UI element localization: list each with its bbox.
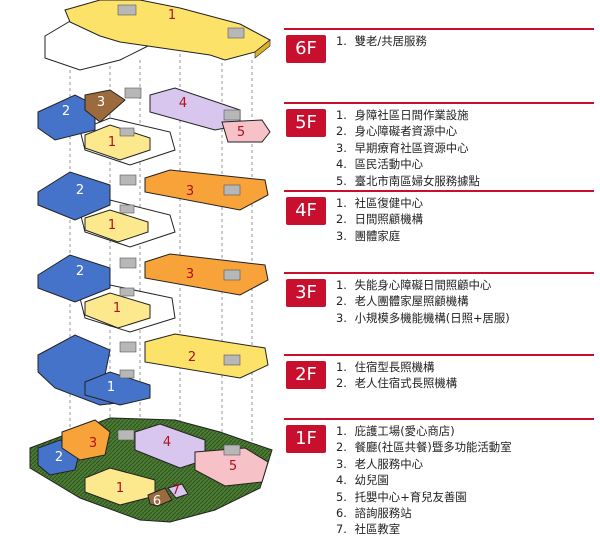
plan-label: 5 <box>237 125 245 140</box>
divider <box>284 418 594 420</box>
plan-label: 3 <box>186 184 194 199</box>
floor-row-2f: 2F 1. 住宿型長照機構 2. 老人住宿式長照機構 <box>284 354 594 398</box>
list-item: 1. 住宿型長照機構 <box>336 360 435 374</box>
floor-badge: 3F <box>286 279 326 307</box>
plan-label: 6 <box>153 494 161 509</box>
plan-label: 1 <box>108 218 116 233</box>
floor-badge: 2F <box>286 361 326 389</box>
list-item: 1. 庇護工場(愛心商店) <box>336 424 455 438</box>
plan-label: 1 <box>168 8 176 23</box>
list-item: 1. 社區復健中心 <box>336 196 423 210</box>
list-item: 3. 小規模多機能機構(日照+居服) <box>336 310 510 325</box>
plan-label: 2 <box>76 183 84 198</box>
list-item: 6. 諮詢服務站 <box>336 506 412 521</box>
floor-badge: 4F <box>286 197 326 225</box>
plan-label: 5 <box>229 459 237 474</box>
floor-3f-plan <box>37 253 269 333</box>
floor-4f-plan <box>37 169 269 248</box>
floor-row-6f: 6F 1. 雙老/共居服務 <box>284 28 594 68</box>
floor-row-1f: 1F 1. 庇護工場(愛心商店) 2. 餐廳(社區共餐)暨多功能活動室 3. 老… <box>284 418 594 538</box>
list-item: 2. 日間照顧機構 <box>336 212 423 227</box>
floor-5f-plan <box>37 87 271 166</box>
function-list: 1. 社區復健中心 2. 日間照顧機構 3. 團體家庭 <box>336 195 423 244</box>
list-item: 1. 身障社區日間作業設施 <box>336 108 469 122</box>
plan-label: 4 <box>179 96 187 111</box>
list-item: 3. 團體家庭 <box>336 228 401 243</box>
plan-label: 4 <box>163 435 171 450</box>
function-list: 1. 雙老/共居服務 <box>336 33 427 49</box>
list-item: 3. 老人服務中心 <box>336 456 423 471</box>
floor-badge: 5F <box>286 109 326 137</box>
floor-row-5f: 5F 1. 身障社區日間作業設施 2. 身心障礙者資源中心 3. 早期療育社區資… <box>284 102 594 188</box>
plan-label: 2 <box>188 350 196 365</box>
list-item: 3. 早期療育社區資源中心 <box>336 140 469 155</box>
divider <box>284 190 594 192</box>
list-item: 1. 失能身心障礙日間照顧中心 <box>336 278 492 292</box>
list-item: 5. 臺北市南區婦女服務據點 <box>336 173 480 188</box>
plan-label: 3 <box>89 436 97 451</box>
floor-2f-plan <box>37 333 269 406</box>
list-item: 2. 餐廳(社區共餐)暨多功能活動室 <box>336 440 512 455</box>
axonometric-floor-stack: 1 1 2 3 4 5 1 2 3 1 2 3 <box>29 0 273 523</box>
divider <box>284 354 594 356</box>
plan-label: 1 <box>108 135 116 150</box>
floor-badge: 1F <box>286 425 326 453</box>
function-list: 1. 住宿型長照機構 2. 老人住宿式長照機構 <box>336 359 457 392</box>
function-list: 1. 庇護工場(愛心商店) 2. 餐廳(社區共餐)暨多功能活動室 3. 老人服務… <box>336 423 512 538</box>
plan-label: 2 <box>55 450 63 465</box>
plan-label: 2 <box>62 104 70 119</box>
divider <box>284 28 594 30</box>
list-item: 5. 托嬰中心+育兒友善園 <box>336 489 467 504</box>
plan-label: 1 <box>107 380 115 395</box>
plan-label: 1 <box>116 481 124 496</box>
list-item: 2. 老人住宿式長照機構 <box>336 376 458 391</box>
divider <box>284 272 594 274</box>
floor-1f-plan <box>29 417 273 523</box>
list-item: 1. 雙老/共居服務 <box>336 34 427 48</box>
list-item: 4. 幼兒園 <box>336 473 389 488</box>
plan-label: 3 <box>186 267 194 282</box>
plan-label: 7 <box>172 483 180 498</box>
function-list: 1. 失能身心障礙日間照顧中心 2. 老人團體家屋照顧機構 3. 小規模多機能機… <box>336 277 510 326</box>
list-item: 7. 社區教室 <box>336 522 401 537</box>
list-item: 2. 老人團體家屋照顧機構 <box>336 294 469 309</box>
plan-label: 1 <box>113 301 121 316</box>
floor-badge: 6F <box>286 35 326 63</box>
list-item: 2. 身心障礙者資源中心 <box>336 124 458 139</box>
plan-label: 3 <box>97 95 105 110</box>
list-item: 4. 區民活動中心 <box>336 157 423 172</box>
function-list: 1. 身障社區日間作業設施 2. 身心障礙者資源中心 3. 早期療育社區資源中心… <box>336 107 480 189</box>
divider <box>284 102 594 104</box>
floor-row-3f: 3F 1. 失能身心障礙日間照顧中心 2. 老人團體家屋照顧機構 3. 小規模多… <box>284 272 594 332</box>
plan-label: 2 <box>76 264 84 279</box>
floor-row-4f: 4F 1. 社區復健中心 2. 日間照顧機構 3. 團體家庭 <box>284 190 594 250</box>
floor-6f-plan <box>44 0 271 71</box>
